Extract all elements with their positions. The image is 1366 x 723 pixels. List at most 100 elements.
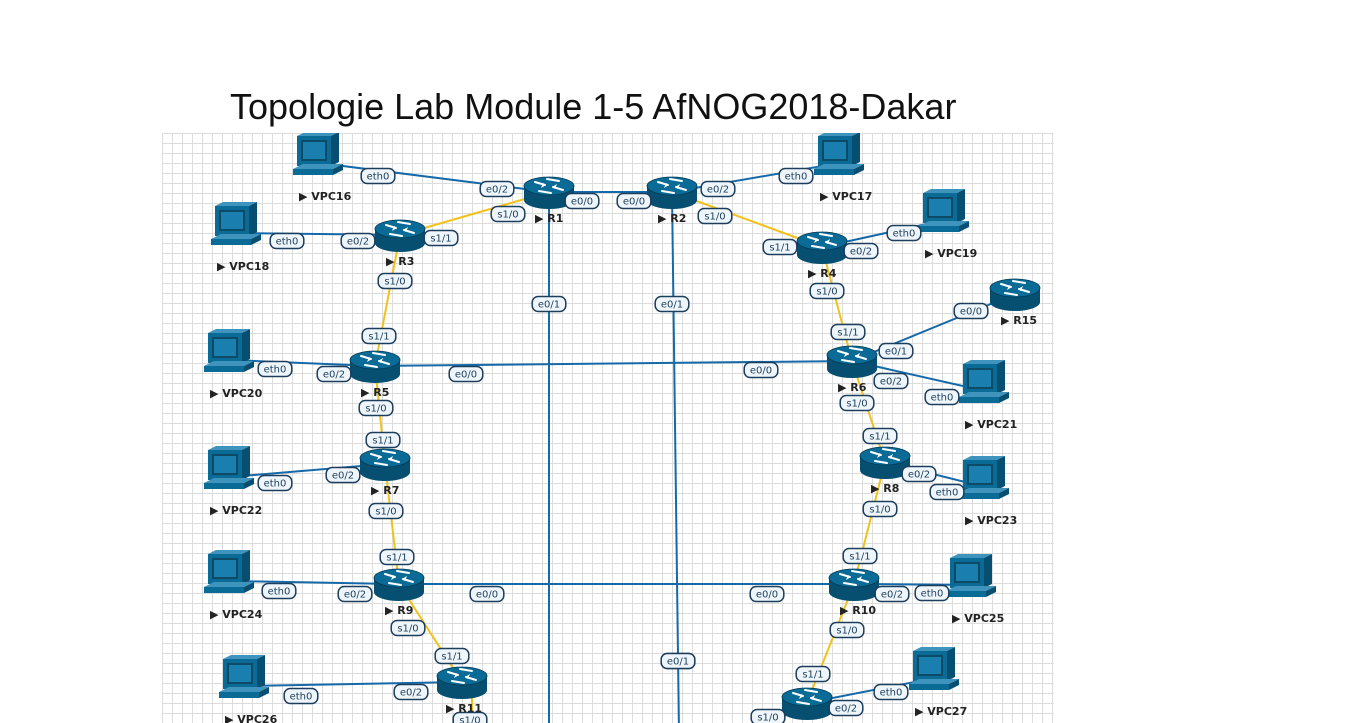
svg-text:s1/1: s1/1 — [386, 553, 407, 564]
svg-text:e0/1: e0/1 — [885, 347, 907, 358]
router-icon-r2[interactable]: ▶ R2 — [646, 176, 698, 225]
svg-text:s1/0: s1/0 — [836, 626, 857, 637]
vpc-icon-vpc23[interactable]: ▶ VPC23 — [959, 456, 1017, 527]
link-r11-vpc26[interactable] — [244, 681, 463, 687]
svg-text:eth0: eth0 — [785, 172, 808, 183]
svg-text:s1/0: s1/0 — [397, 624, 418, 635]
node-label-r7: ▶ R7 — [371, 484, 399, 497]
iface-tag-vpc27-eth0: eth0 — [873, 683, 909, 701]
svg-text:s1/1: s1/1 — [869, 432, 890, 443]
node-label-r10: ▶ R10 — [840, 604, 876, 617]
svg-text:e0/2: e0/2 — [881, 590, 903, 601]
router-icon-r9[interactable]: ▶ R9 — [373, 568, 425, 617]
node-label-r3: ▶ R3 — [386, 255, 414, 268]
iface-tag-r1-e0-0: e0/0 — [564, 192, 600, 210]
iface-tag-r6-e0-2: e0/2 — [873, 372, 909, 390]
svg-text:e0/0: e0/0 — [756, 590, 778, 601]
svg-text:s1/1: s1/1 — [849, 552, 870, 563]
router-icon-r6[interactable]: ▶ R6 — [826, 345, 878, 394]
link-r5-r6[interactable] — [374, 360, 853, 367]
svg-text:eth0: eth0 — [276, 237, 299, 248]
link-r2-r11[interactable] — [671, 191, 680, 723]
router-icon-r1[interactable]: ▶ R1 — [523, 176, 575, 225]
iface-tag-r11-e0-2: e0/2 — [393, 683, 429, 701]
svg-text:eth0: eth0 — [931, 393, 954, 404]
iface-tag-r9-e0-2: e0/2 — [337, 585, 373, 603]
node-label-r9: ▶ R9 — [385, 604, 413, 617]
node-label-vpc25: ▶ VPC25 — [952, 612, 1004, 625]
iface-tag-r9-e0-0: e0/0 — [469, 585, 505, 603]
svg-text:s1/0: s1/0 — [757, 713, 778, 723]
iface-tag-r10-s1-1: s1/1 — [842, 547, 878, 565]
router-icon-r7[interactable]: ▶ R7 — [359, 448, 411, 497]
svg-text:e0/2: e0/2 — [332, 471, 354, 482]
link-r9-vpc24[interactable] — [229, 580, 400, 585]
iface-tag-vpc23-eth0: eth0 — [929, 483, 965, 501]
vpc-icon-vpc24[interactable]: ▶ VPC24 — [204, 550, 263, 621]
svg-text:s1/0: s1/0 — [497, 210, 518, 221]
router-icon-r5[interactable]: ▶ R5 — [349, 350, 401, 399]
iface-tag-r11-e0-1: e0/1 — [660, 652, 696, 670]
link-r6-r8[interactable] — [851, 360, 886, 463]
router-icon-r11[interactable]: ▶ R11 — [436, 666, 488, 715]
svg-text:s1/0: s1/0 — [816, 287, 837, 298]
link-r9-r11[interactable] — [398, 583, 463, 683]
vpc-icon-vpc22[interactable]: ▶ VPC22 — [204, 446, 262, 517]
link-r2-r4[interactable] — [671, 191, 823, 248]
iface-tag-r12-s1-1: s1/1 — [795, 665, 831, 683]
svg-text:e0/2: e0/2 — [880, 377, 902, 388]
node-label-r2: ▶ R2 — [658, 212, 686, 225]
iface-tag-r4-e0-2: e0/2 — [843, 242, 879, 260]
iface-tag-r6-s1-1: s1/1 — [830, 323, 866, 341]
node-label-vpc21: ▶ VPC21 — [965, 418, 1017, 431]
vpc-icon-vpc26[interactable]: ▶ VPC26 — [219, 655, 278, 723]
vpc-icon-vpc16[interactable]: ▶ VPC16 — [293, 133, 352, 203]
vpc-icon-vpc17[interactable]: ▶ VPC17 — [814, 133, 872, 203]
node-label-vpc24: ▶ VPC24 — [210, 608, 263, 621]
vpc-icon-vpc18[interactable]: ▶ VPC18 — [211, 202, 269, 273]
iface-tag-r3-e0-2: e0/2 — [340, 232, 376, 250]
svg-text:e0/2: e0/2 — [347, 237, 369, 248]
vpc-icon-vpc25[interactable]: ▶ VPC25 — [946, 554, 1004, 625]
topology-svg: ▶ R1 ▶ R2 ▶ R3 ▶ R4 ▶ R5 ▶ R6 ▶ R7 ▶ R8 ▶ R9 ▶ R1… — [204, 133, 1041, 723]
svg-text:e0/0: e0/0 — [455, 370, 477, 381]
router-icon-r4[interactable]: ▶ R4 — [796, 231, 848, 280]
router-icon-r12[interactable] — [781, 687, 833, 720]
diagram-title: Topologie Lab Module 1-5 AfNOG2018-Dakar — [230, 86, 957, 127]
iface-tag-r1-e0-1: e0/1 — [531, 295, 567, 313]
iface-tag-r5-s1-1: s1/1 — [361, 327, 397, 345]
iface-tag-r7-s1-1: s1/1 — [365, 431, 401, 449]
iface-tag-r8-e0-2: e0/2 — [901, 465, 937, 483]
link-r10-r12[interactable] — [806, 583, 855, 704]
link-r7-vpc22[interactable] — [229, 463, 386, 478]
svg-text:eth0: eth0 — [921, 589, 944, 600]
iface-tag-r11-s1-0: s1/0 — [452, 711, 488, 723]
svg-text:s1/1: s1/1 — [430, 234, 451, 245]
router-icon-r10[interactable]: ▶ R10 — [828, 568, 880, 617]
iface-tag-vpc21-eth0: eth0 — [924, 388, 960, 406]
link-r4-r6[interactable] — [821, 246, 853, 362]
node-label-vpc22: ▶ VPC22 — [210, 504, 262, 517]
vpc-icon-vpc21[interactable]: ▶ VPC21 — [959, 360, 1017, 431]
svg-text:s1/0: s1/0 — [459, 716, 480, 723]
link-r6-r15[interactable] — [851, 293, 1016, 362]
svg-text:s1/1: s1/1 — [769, 243, 790, 254]
iface-tag-vpc24-eth0: eth0 — [261, 582, 297, 600]
link-r2-vpc17[interactable] — [671, 162, 841, 193]
router-icon-r15[interactable]: ▶ R15 — [989, 278, 1041, 327]
router-icon-r8[interactable]: ▶ R8 — [859, 446, 911, 495]
iface-tag-r3-s1-0: s1/0 — [377, 272, 413, 290]
link-r7-r9[interactable] — [384, 463, 400, 585]
vpc-icon-vpc20[interactable]: ▶ VPC20 — [204, 329, 263, 400]
topology-canvas[interactable]: ▶ R1 ▶ R2 ▶ R3 ▶ R4 ▶ R5 ▶ R6 ▶ R7 ▶ R8 ▶ R9 ▶ R1… — [162, 133, 1054, 723]
svg-text:eth0: eth0 — [264, 365, 287, 376]
vpc-icon-vpc19[interactable]: ▶ VPC19 — [919, 189, 977, 260]
node-label-r8: ▶ R8 — [871, 482, 899, 495]
svg-text:s1/0: s1/0 — [384, 277, 405, 288]
svg-text:e0/1: e0/1 — [538, 300, 560, 311]
nodes-layer: ▶ R1 ▶ R2 ▶ R3 ▶ R4 ▶ R5 ▶ R6 ▶ R7 ▶ R8 ▶ R9 ▶ R1… — [204, 133, 1041, 723]
link-r8-r10[interactable] — [853, 461, 886, 585]
router-icon-r3[interactable]: ▶ R3 — [374, 219, 426, 268]
svg-text:s1/0: s1/0 — [869, 505, 890, 516]
vpc-icon-vpc27[interactable]: ▶ VPC27 — [909, 647, 967, 718]
